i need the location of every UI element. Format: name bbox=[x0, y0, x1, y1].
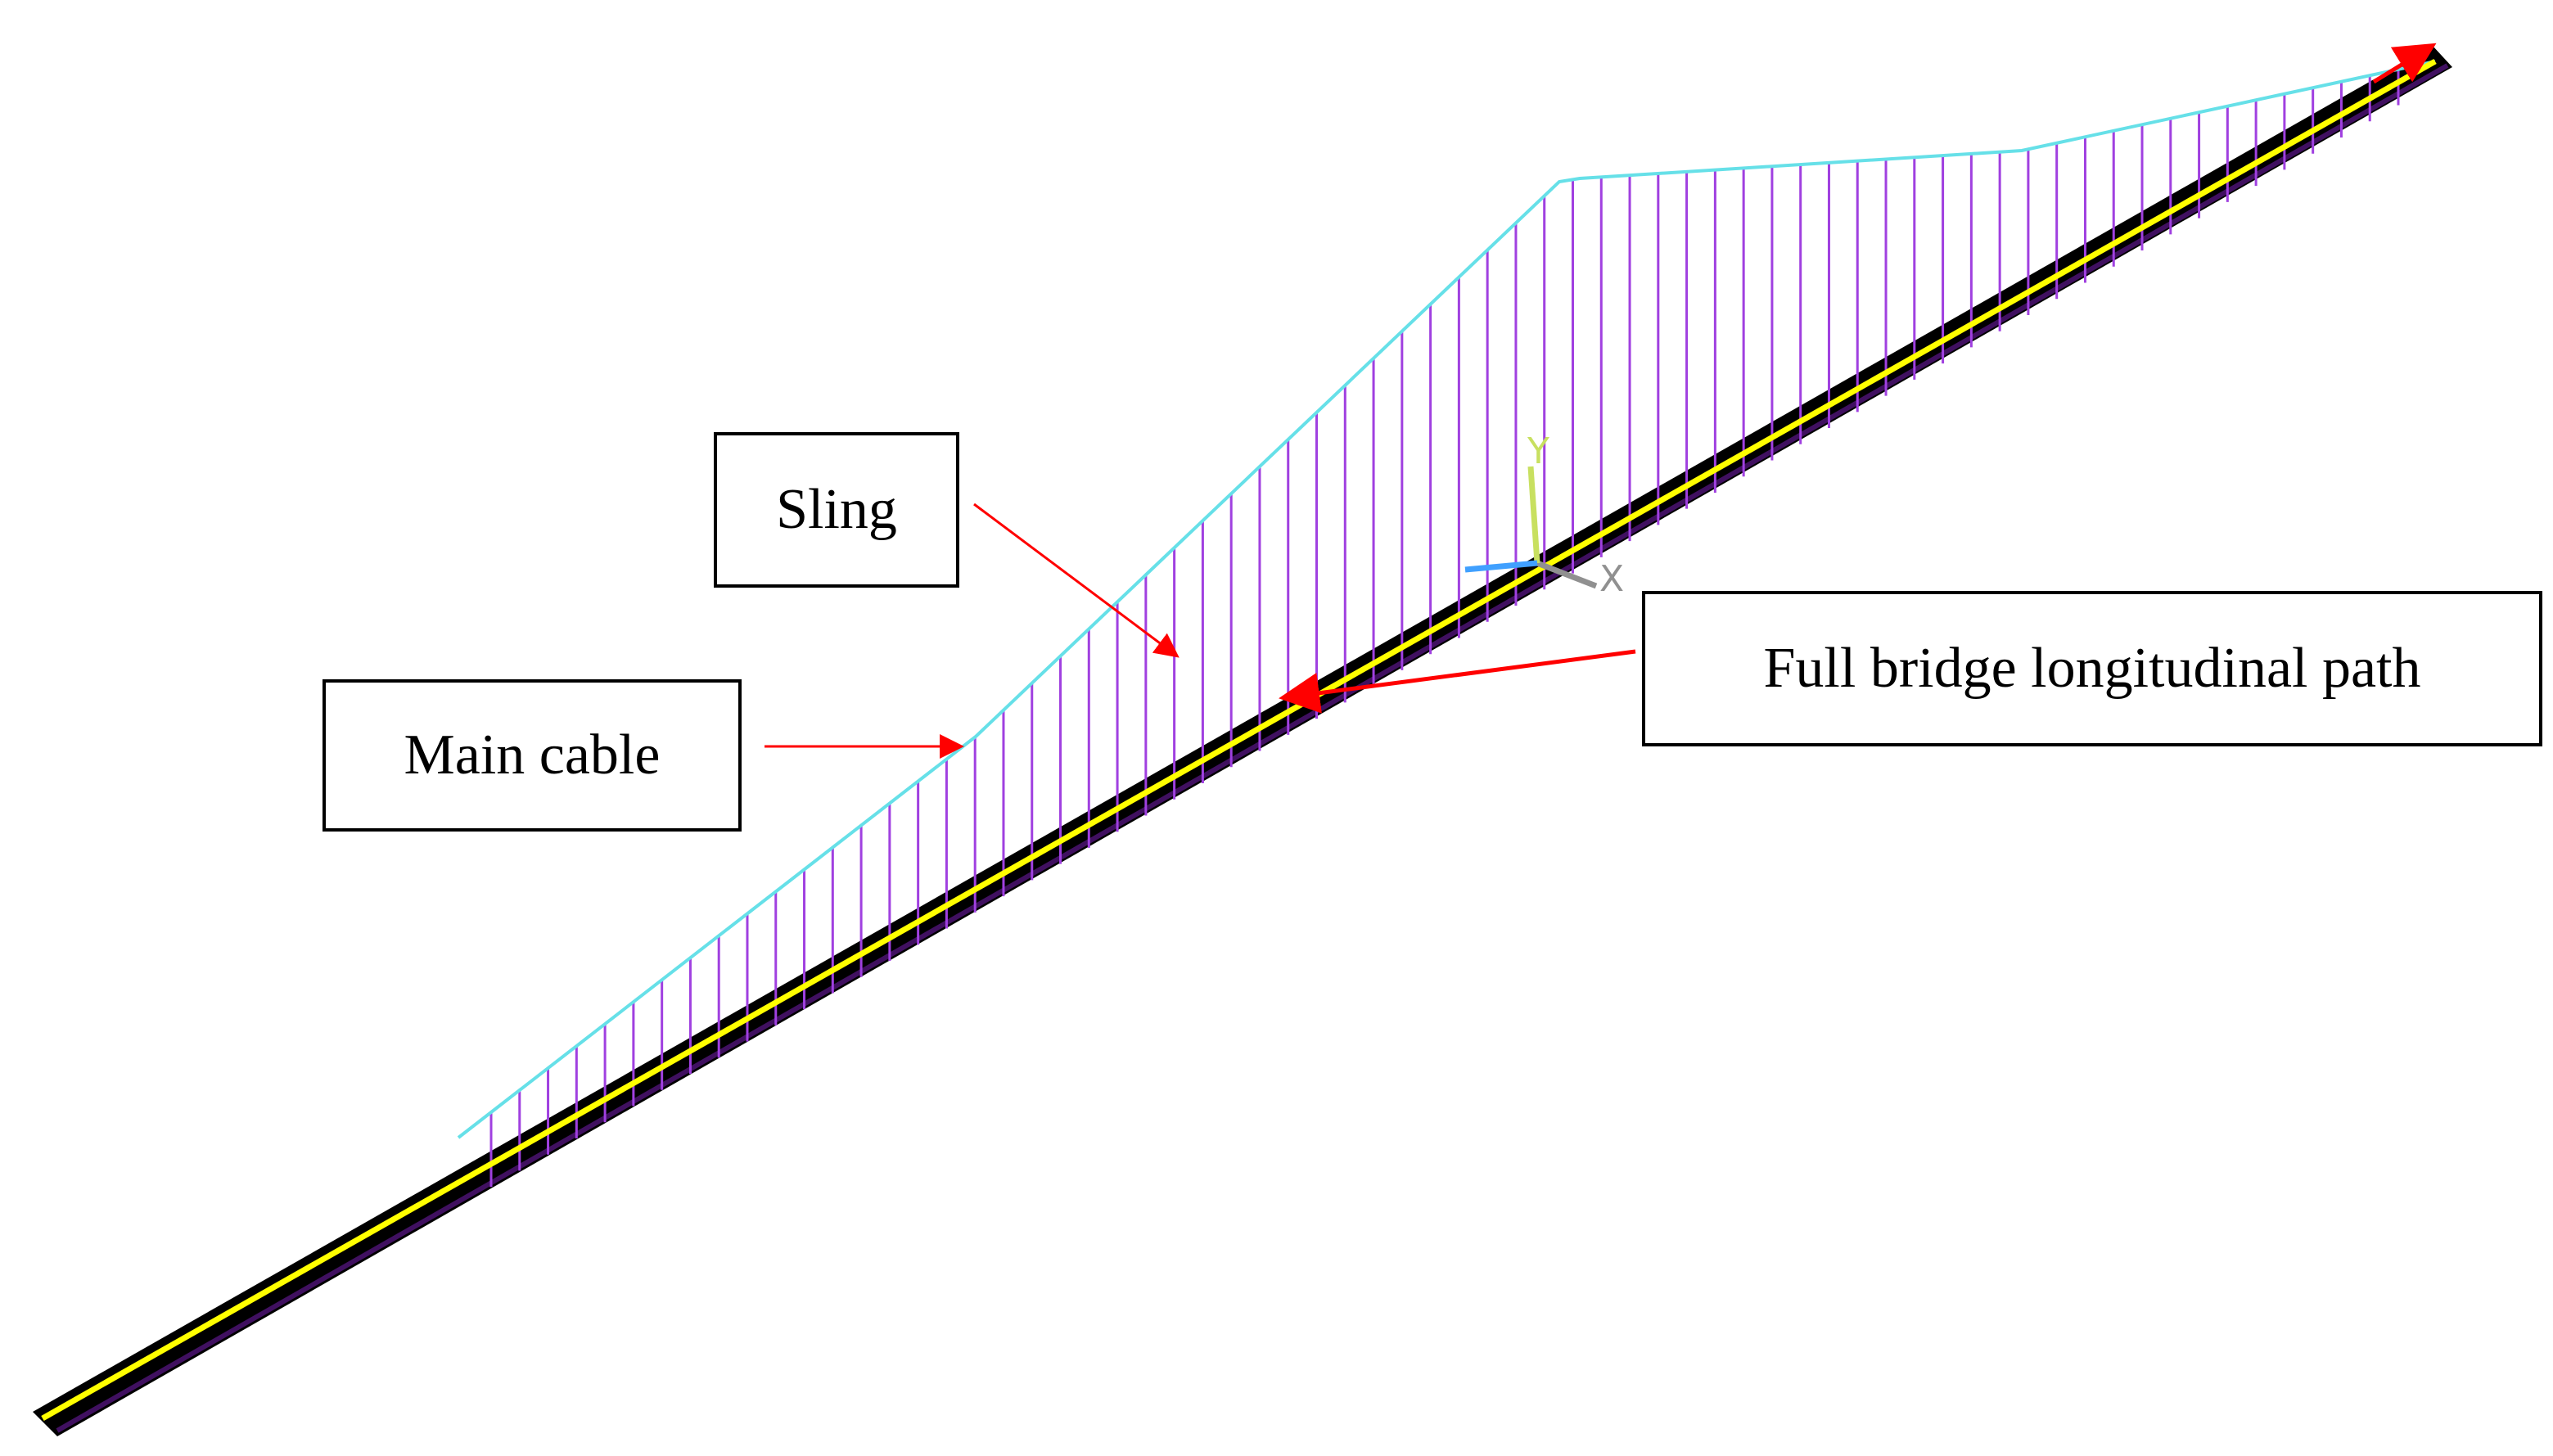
sling-callout-box: Sling bbox=[714, 432, 959, 588]
main-cable-callout-box: Main cable bbox=[323, 679, 742, 832]
coordinate-triad: X Y bbox=[1464, 430, 1624, 600]
main-cable-label: Main cable bbox=[404, 723, 661, 787]
path-end-arrow bbox=[2372, 43, 2437, 84]
deck-underside-strip bbox=[56, 63, 2449, 1433]
axis-z-line bbox=[1464, 560, 1538, 573]
axis-y-label: Y bbox=[1527, 430, 1549, 472]
deck-center-line bbox=[41, 58, 2437, 1422]
longitudinal-path-callout-box: Full bridge longitudinal path bbox=[1642, 591, 2542, 746]
sling-group bbox=[489, 69, 2400, 1188]
sling-label: Sling bbox=[776, 478, 897, 541]
path-callout-arrow bbox=[1279, 649, 1636, 714]
longitudinal-path-label: Full bridge longitudinal path bbox=[1763, 637, 2421, 700]
main-cable-line bbox=[457, 60, 2436, 1139]
axis-x-line bbox=[1536, 560, 1598, 589]
sling-callout-arrow bbox=[973, 503, 1180, 658]
axis-x-label: X bbox=[1599, 558, 1624, 600]
axis-y-line bbox=[1527, 466, 1540, 564]
